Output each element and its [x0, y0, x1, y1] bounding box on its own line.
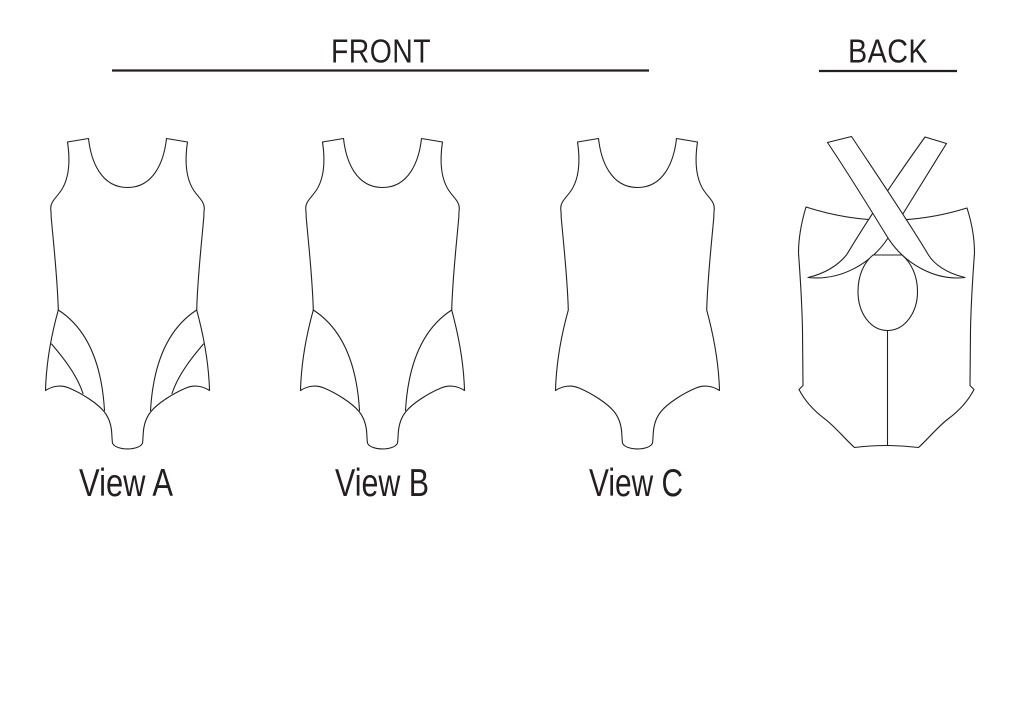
back-section-title: BACK: [848, 33, 928, 70]
hip-seam-right: [404, 309, 453, 412]
front-section: FRONT View A View B: [44, 33, 721, 505]
hip-seam-upper-right: [149, 309, 198, 412]
hip-seam-lower-right: [171, 343, 204, 395]
leotard-front-outline: [554, 137, 721, 450]
back-strap-left-to-right: [826, 135, 966, 279]
view-a-label: View A: [79, 462, 173, 505]
hip-seam-left: [312, 309, 361, 412]
view-c-drawing: [554, 137, 721, 450]
leotard-front-outline: [44, 137, 211, 450]
hip-seam-upper-left: [57, 309, 106, 412]
hip-seam-lower-left: [51, 343, 84, 395]
back-view-drawing: [797, 135, 976, 449]
view-a-drawing: [44, 137, 211, 450]
view-b-drawing: [299, 137, 466, 450]
front-section-title: FRONT: [331, 33, 431, 70]
leotard-front-outline: [299, 137, 466, 450]
view-b-label: View B: [335, 462, 429, 505]
view-c-label: View C: [589, 462, 683, 505]
keyhole-teardrop-opening: [857, 254, 919, 332]
back-section: BACK: [797, 33, 976, 449]
